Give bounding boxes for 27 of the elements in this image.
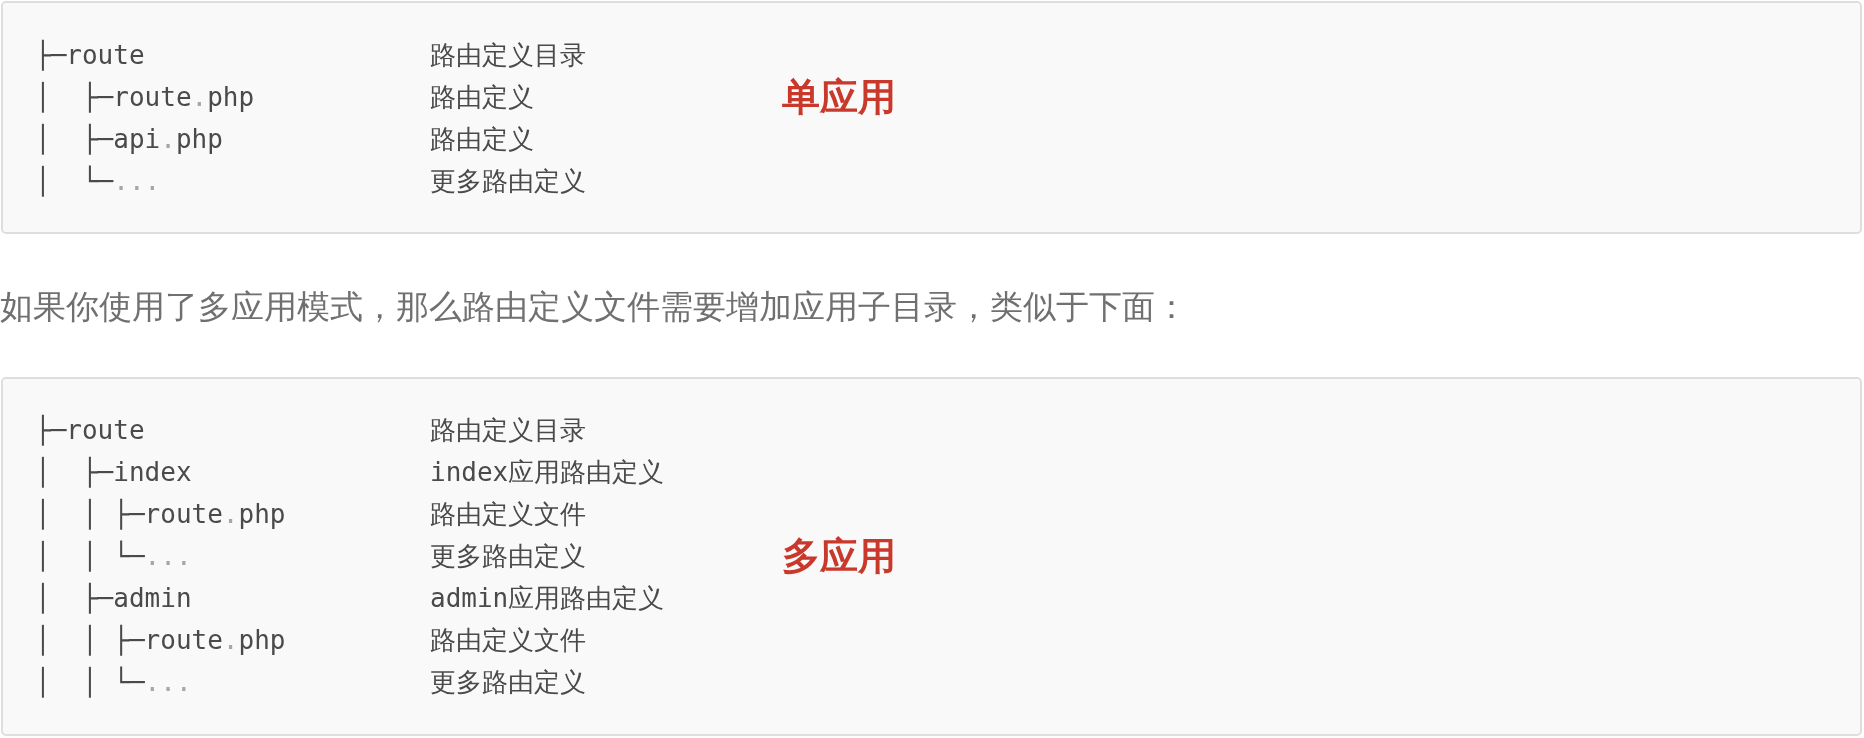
file-tree-entry: │ ├─route.php xyxy=(35,80,255,115)
description-text: 路由定义目录 xyxy=(430,39,586,72)
file-tree-entry: ├─route xyxy=(35,38,145,73)
annotation-label: 多应用 xyxy=(782,533,896,579)
file-tree-entry: │ ├─index xyxy=(35,455,192,490)
code-block xyxy=(1,377,1862,736)
code-block xyxy=(1,1,1862,234)
file-tree-entry: │ │ ├─route.php xyxy=(35,497,286,532)
description-text: 路由定义文件 xyxy=(430,498,586,531)
description-text: admin应用路由定义 xyxy=(430,582,665,615)
description-text: 更多路由定义 xyxy=(430,540,586,573)
description-text: index应用路由定义 xyxy=(430,456,665,489)
annotation-label: 单应用 xyxy=(782,74,896,120)
body-text: 如果你使用了多应用模式，那么路由定义文件需要增加应用子目录，类似于下面： xyxy=(0,287,1188,327)
file-tree-entry: ├─route xyxy=(35,413,145,448)
file-tree-entry: │ │ └─... xyxy=(35,539,192,574)
file-tree-entry: │ │ ├─route.php xyxy=(35,623,286,658)
file-tree-entry: │ ├─api.php xyxy=(35,122,223,157)
file-tree-entry: │ └─... xyxy=(35,164,161,199)
description-text: 更多路由定义 xyxy=(430,666,586,699)
description-text: 路由定义 xyxy=(430,123,534,156)
description-text: 更多路由定义 xyxy=(430,165,586,198)
description-text: 路由定义 xyxy=(430,81,534,114)
description-text: 路由定义目录 xyxy=(430,414,586,447)
file-tree-entry: │ │ └─... xyxy=(35,665,192,700)
description-text: 路由定义文件 xyxy=(430,624,586,657)
file-tree-entry: │ ├─admin xyxy=(35,581,192,616)
